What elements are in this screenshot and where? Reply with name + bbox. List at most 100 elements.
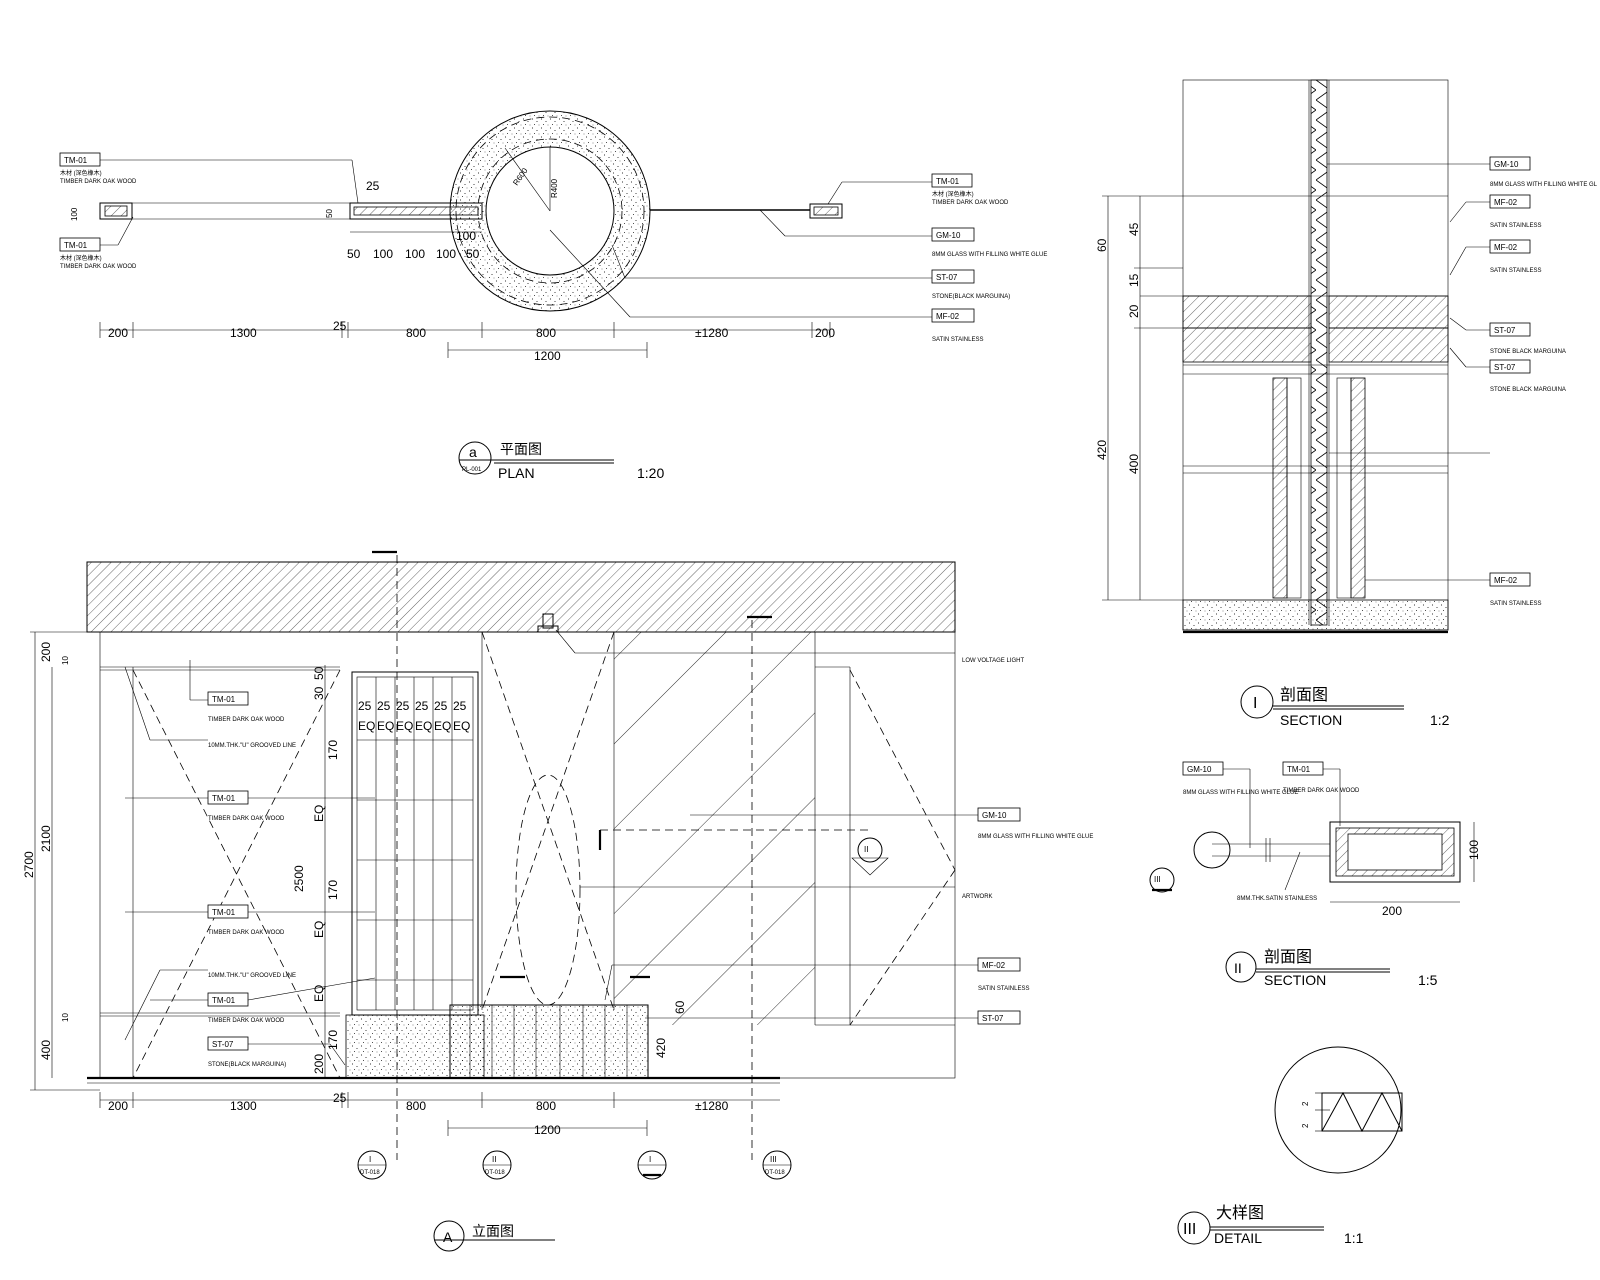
elev-title-letter: A [443,1229,453,1245]
plan-callout-mf02: MF-02 [936,312,960,321]
sec2-scale: 1:5 [1418,972,1438,988]
sec1-callout-gm10-en: 8MM GLASS WITH FILLING WHITE GL [1490,182,1598,188]
section-1-title-block: I 剖面图 SECTION 1:2 [1240,685,1450,728]
elev-screen-eq-e: EQ [434,719,451,733]
detail-dim-b: 2 [1301,1123,1310,1128]
sec-mark-2-ref: DT-018 [485,1170,505,1176]
plan-callout-mf02-en: SATIN STAINLESS [932,337,983,343]
plan-callout-tm01-b-en: TIMBER DARK OAK WOOD [60,264,137,270]
plan-dim-b0: 200 [108,326,128,340]
plan-callout-tm01-a-en: TIMBER DARK OAK WOOD [60,179,137,185]
sec1-title-en: SECTION [1280,712,1342,728]
elev-screen-25-b: 25 [377,699,391,713]
elev-dim-50: 50 [312,666,326,680]
sec1-callout-mf02-b: MF-02 [1494,243,1518,252]
elev-dim-eq-a: EQ [312,805,326,822]
elevation-callouts-right: LOW VOLTAGE LIGHT GM-10 8MM GLASS WITH F… [580,658,1093,1025]
elev-screen-25-f: 25 [453,699,467,713]
elevation-view: TM-01 TIMBER DARK OAK WOOD 10MM.THK."U" … [22,550,1093,1252]
elev-callout-tm01-3: TM-01 [212,908,236,917]
plan-dim-25: 25 [366,179,380,193]
sec1-callout-mf02-a: MF-02 [1494,198,1518,207]
elev-callout-groove-2: 10MM.THK."U" GROOVED LINE [208,973,296,979]
sec2-title-cn: 剖面图 [1264,948,1312,966]
sec2-callout-tm01: TM-01 [1287,765,1311,774]
sec1-dim-15: 15 [1127,273,1141,287]
sec2-callout-gm10-en: 8MM GLASS WITH FILLING WHITE GLUE [1183,790,1298,796]
elev-callout-light: LOW VOLTAGE LIGHT [962,658,1024,664]
elev-dim-10b: 10 [61,1013,70,1022]
plan-callout-tm01-b-cn: 木材 (深色橡木) [60,254,102,262]
sec1-callout-st07-b-en: STONE BLACK MARGUINA [1490,387,1566,393]
elev-callout-st07-en: STONE(BLACK MARGUINA) [208,1062,286,1068]
elev-callout-groove-1: 10MM.THK."U" GROOVED LINE [208,743,296,749]
detail-title-id: III [1183,1221,1196,1238]
sec1-callout-st07-a-en: STONE BLACK MARGUINA [1490,349,1566,355]
plan-dim-b3: 800 [406,326,426,340]
plan-callout-gm10: GM-10 [936,231,961,240]
elev-dim-200b: 200 [312,1054,326,1074]
detail-view: 2 2 III 大样图 DETAIL 1:1 [1177,1046,1403,1246]
detail-title-en: DETAIL [1214,1230,1262,1246]
elevation-callouts-left: TM-01 TIMBER DARK OAK WOOD 10MM.THK."U" … [124,660,376,1068]
sec1-callout-st07-a: ST-07 [1494,326,1516,335]
plan-dim-100v: 100 [70,207,79,221]
plan-dim-100d: 100 [456,229,476,243]
plan-view: R600 R400 TM-01 木材 (深色橡木) TIMBER DARK OA… [59,110,1047,481]
elev-callout-tm01-1-en: TIMBER DARK OAK WOOD [208,717,285,723]
elev-dim-10a: 10 [61,656,70,665]
section-1-view: 60 45 15 20 420 400 GM-10 8MM GLASS WITH… [1095,79,1598,728]
detail-title-cn: 大样图 [1216,1204,1264,1222]
elev-callout-mf02-en: SATIN STAINLESS [978,986,1029,992]
sec-mark-1-ref: DT-018 [360,1170,380,1176]
elev-screen-eq-a: EQ [358,719,375,733]
elev-screen-25-e: 25 [434,699,448,713]
elev-mark-ii: II [864,845,868,854]
elev-dim-2500: 2500 [292,865,306,892]
plan-dim-b6: 200 [815,326,835,340]
sec1-dim-60: 60 [1095,238,1109,252]
sec2-callout-ss: 8MM.THK.SATIN STAINLESS [1237,896,1317,902]
plan-title-cn: 平面图 [500,441,542,457]
sec1-dim-45: 45 [1127,222,1141,236]
detail-scale: 1:1 [1344,1230,1364,1246]
plan-callout-tm01-c: TM-01 [936,177,960,186]
sec2-title-id: II [1234,960,1242,976]
elev-callout-st07: ST-07 [212,1040,234,1049]
plan-title-ref: PL-001 [462,467,482,473]
sec1-callout-mf02-a-en: SATIN STAINLESS [1490,223,1541,229]
sec1-callout-st07-b: ST-07 [1494,363,1516,372]
elev-dim-2700: 2700 [22,851,36,878]
sec2-callout-gm10: GM-10 [1187,765,1212,774]
elev-dim-b3: 800 [406,1099,426,1113]
elev-dim-60: 60 [673,1000,687,1014]
sec1-callout-gm10: GM-10 [1494,160,1519,169]
sec2-dim-200: 200 [1382,904,1402,918]
plan-dim-b2: 25 [333,319,347,333]
elev-dim-200: 200 [39,642,53,662]
sec1-title-cn: 剖面图 [1280,686,1328,704]
plan-callout-tm01-a: TM-01 [64,156,88,165]
section-marker-1: I DT-018 [357,1150,387,1180]
elev-callout-tm01-4: TM-01 [212,996,236,1005]
plan-title-letter: a [469,444,477,460]
sec1-title-id: I [1253,695,1257,712]
detail-title-block: III 大样图 DETAIL 1:1 [1177,1204,1364,1246]
sec-mark-4-id: III [770,1155,777,1164]
plan-title-block: a PL-001 平面图 PLAN 1:20 [458,441,664,481]
plan-dim-b5: ±1280 [695,326,729,340]
plan-callout-st07: ST-07 [936,273,958,282]
plan-scale: 1:20 [637,465,664,481]
plan-dim-b4: 800 [536,326,556,340]
elev-callout-gm10-en: 8MM GLASS WITH FILLING WHITE GLUE [978,834,1093,840]
plan-callout-st07-en: STONE(BLACK MARGUINA) [932,294,1010,300]
plan-callout-gm10-en: 8MM GLASS WITH FILLING WHITE GLUE [932,252,1047,258]
elev-callout-tm01-2: TM-01 [212,794,236,803]
elev-dim-b1: 1300 [230,1099,257,1113]
sec2-dim-100: 100 [1467,840,1481,860]
elev-dim-b0: 200 [108,1099,128,1113]
section-marker-3: I [637,1150,667,1180]
elev-dim-170c: 170 [326,1030,340,1050]
elev-dim-400: 400 [39,1040,53,1060]
plan-callout-tm01-b: TM-01 [64,241,88,250]
